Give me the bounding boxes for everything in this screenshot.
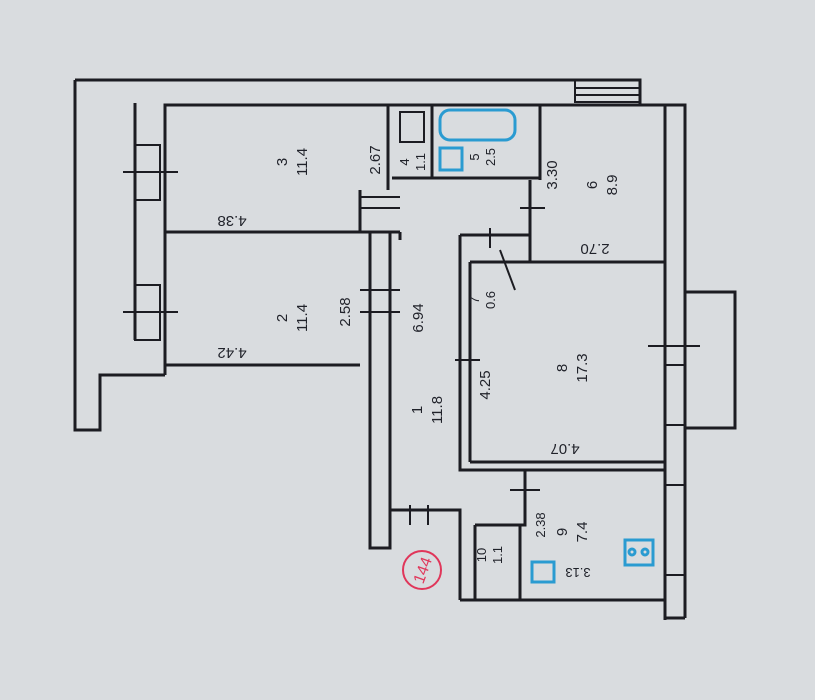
room-7-number: 7	[467, 296, 482, 303]
room-1-area: 11.8	[429, 396, 446, 424]
room-10-area: 1.1	[490, 546, 505, 564]
sink-icon	[438, 146, 464, 172]
dim-room8-width: 4.25	[477, 370, 494, 399]
room-5-area: 2.5	[483, 148, 498, 166]
room-2-number: 2	[274, 314, 291, 322]
interior-walls	[163, 103, 667, 620]
toilet-icon	[399, 111, 425, 143]
north-window	[574, 79, 641, 103]
dim-room2-width: 2.58	[337, 297, 354, 326]
room-10-number: 10	[474, 548, 489, 562]
west-wall	[73, 80, 165, 432]
west-facade	[123, 103, 178, 341]
dim-room6-width: 3.30	[544, 160, 561, 189]
room-labels: 1 11.8 2 11.4 3 11.4 4 1.1 5 2.5 6 8.9 7…	[274, 148, 621, 564]
door-ticks	[360, 196, 700, 525]
room-3-number: 3	[274, 158, 291, 166]
room-4-number: 4	[397, 158, 412, 165]
bathtub-icon	[438, 108, 517, 142]
room-2-area: 11.4	[294, 304, 311, 332]
room-8-area: 17.3	[574, 353, 591, 382]
stamp-number: 144	[411, 555, 436, 586]
fixtures	[399, 108, 655, 584]
stove-icon	[623, 538, 655, 567]
dim-room3-width: 2.67	[367, 145, 384, 174]
dimension-labels: 4.38 2.67 4.42 2.58 6.94 3.30 2.70 4.25 …	[217, 145, 609, 580]
kitchen-sink-icon	[530, 560, 556, 584]
room-7-area: 0.6	[483, 291, 498, 309]
room-3-area: 11.4	[294, 148, 311, 176]
dim-room9-depth: 3.13	[565, 565, 590, 580]
dim-corridor-length: 6.94	[410, 303, 427, 332]
room-6-area: 8.9	[604, 175, 621, 196]
room-5-number: 5	[467, 153, 482, 160]
dim-room2-depth: 4.42	[217, 344, 246, 361]
balcony	[683, 290, 737, 430]
south-wall	[460, 598, 685, 620]
dim-room8-depth: 4.07	[550, 440, 579, 457]
dim-room9-width: 2.38	[533, 512, 548, 537]
room-6-number: 6	[584, 181, 601, 189]
room-1-number: 1	[409, 406, 426, 414]
dim-room6-depth: 2.70	[580, 240, 609, 257]
inventory-stamp: 144	[402, 550, 442, 590]
room-9-number: 9	[554, 528, 571, 536]
room-8-number: 8	[554, 364, 571, 372]
east-windows	[664, 364, 686, 576]
room-9-area: 7.4	[574, 522, 591, 543]
dim-room3-depth: 4.38	[217, 212, 246, 229]
room-4-area: 1.1	[413, 153, 428, 171]
